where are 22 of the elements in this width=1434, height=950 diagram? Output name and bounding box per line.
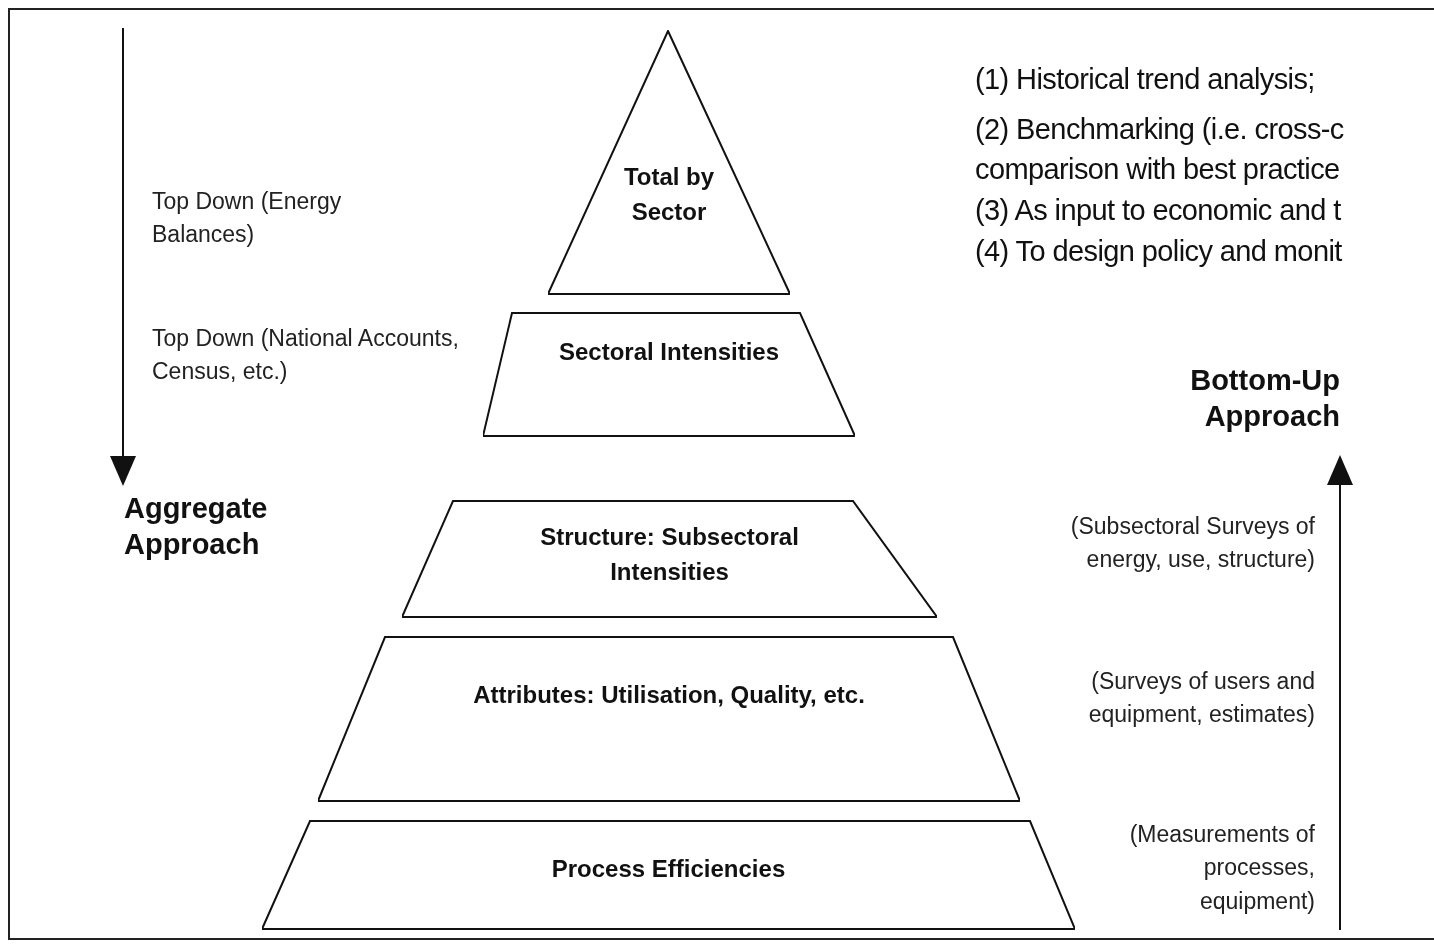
data-source-note: (Measurements of processes, equipment) [1128,820,1315,916]
use-note: (3) As input to economic and t [975,193,1341,228]
approach-label: Aggregate Approach [124,491,269,563]
pyramid-level [318,636,1020,802]
use-note: (1) Historical trend analysis; [975,62,1315,97]
level-label: Total by Sector [622,162,716,227]
level-label: Structure: Subsectoral Intensities [539,522,800,587]
use-note: comparison with best practice [975,152,1340,187]
data-source-note: (Subsectoral Surveys of energy, use, structure) [1069,512,1315,575]
level-label: Process Efficiencies [550,854,787,884]
pyramid-level [483,312,855,437]
use-note: (4) To design policy and monit [975,234,1342,269]
level-label: Sectoral Intensities [557,337,781,367]
level-label: Attributes: Utilisation, Quality, etc. [472,680,866,710]
use-note: (2) Benchmarking (i.e. cross-c [975,112,1344,147]
data-source-note: (Surveys of users and equipment, estimates) [1087,667,1315,730]
approach-label: Bottom-Up Approach [1189,363,1340,435]
pyramid-level [402,500,937,618]
pyramid-level [548,30,790,295]
data-source-note: Top Down (National Accounts, Census, etc.) [152,324,460,387]
data-source-note: Top Down (Energy Balances) [152,187,343,250]
pyramid-level [262,820,1075,930]
